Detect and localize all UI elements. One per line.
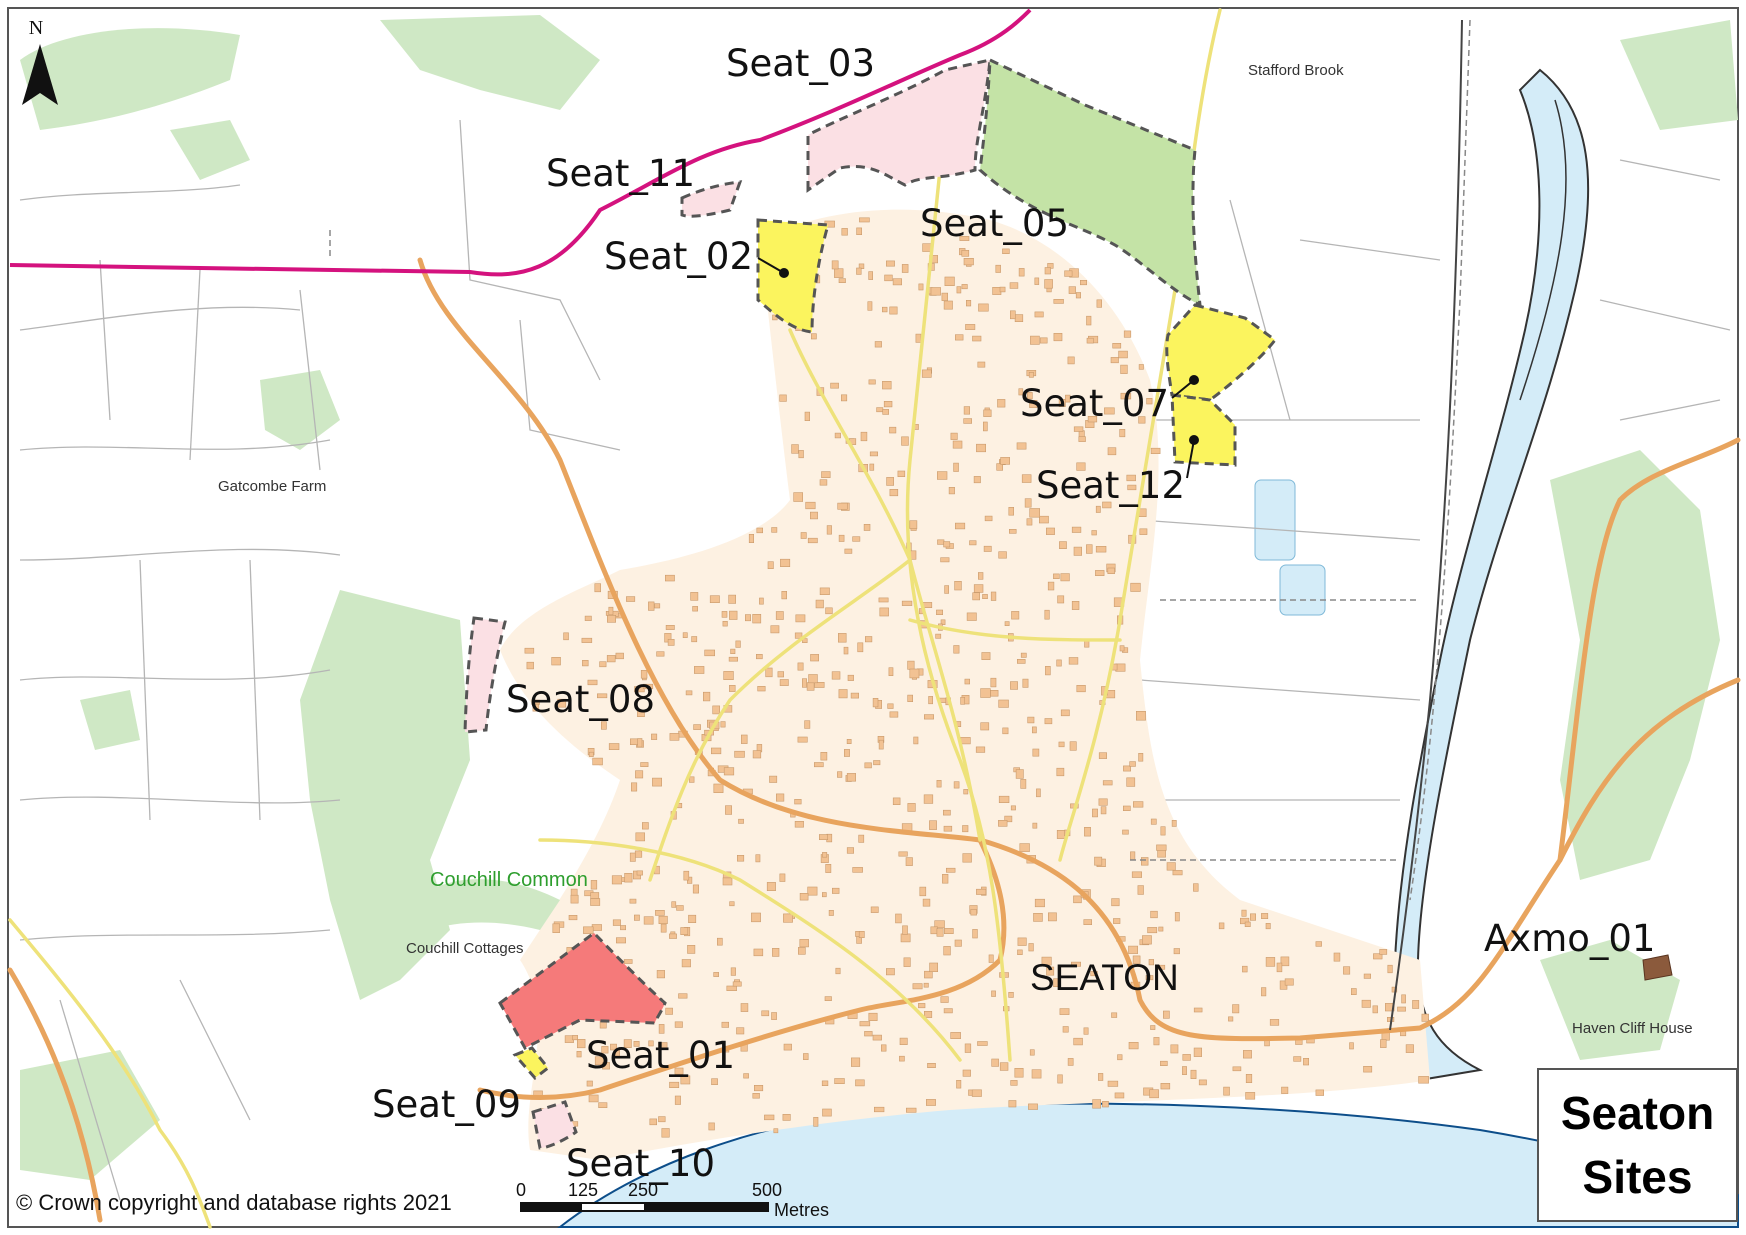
label-seat03[interactable]: Seat_03 <box>726 42 875 85</box>
woodland-areas <box>20 15 1738 1180</box>
label-seat12[interactable]: Seat_12 <box>1036 464 1185 507</box>
site-seat02-polygon[interactable] <box>756 218 830 334</box>
svg-text:Metres: Metres <box>774 1200 829 1220</box>
north-arrow-icon: N <box>22 17 58 105</box>
roads-orange <box>7 257 1741 1223</box>
map-title-line2: Sites <box>1582 1151 1693 1203</box>
place-couchill-common: Couchill Common <box>430 869 588 891</box>
built-up-area <box>500 209 1430 1160</box>
place-gatcombe-farm: Gatcombe Farm <box>218 478 326 495</box>
place-stafford-brook: Stafford Brook <box>1248 62 1344 79</box>
label-seat07[interactable]: Seat_07 <box>1020 382 1169 425</box>
label-axmo01[interactable]: Axmo_01 <box>1484 917 1655 960</box>
map-title-line1: Seaton <box>1560 1087 1715 1139</box>
site-seat12-polygon[interactable] <box>1170 393 1237 467</box>
place-names: Stafford Brook Gatcombe Farm Couchill Co… <box>218 62 1693 1037</box>
label-seat11[interactable]: Seat_11 <box>546 152 695 195</box>
parish-boundary <box>9 8 1032 277</box>
svg-text:500: 500 <box>752 1180 782 1200</box>
label-seat01[interactable]: Seat_01 <box>586 1034 735 1077</box>
site-seat08-polygon[interactable] <box>463 616 507 734</box>
svg-text:0: 0 <box>516 1180 526 1200</box>
site-axmo01-marker[interactable] <box>1642 954 1673 981</box>
river-estuary <box>1392 68 1590 1082</box>
scale-bar: 0 125 250 500 Metres <box>516 1180 829 1220</box>
dashed-lines <box>329 19 1471 901</box>
label-leaders <box>757 257 1199 479</box>
couchill-woodland <box>430 879 560 930</box>
site-seat05-polygon[interactable] <box>978 57 1202 308</box>
svg-text:125: 125 <box>568 1180 598 1200</box>
site-seat01-polygon[interactable] <box>498 931 667 1050</box>
site-seat09-polygon[interactable] <box>512 1046 551 1081</box>
label-seat09[interactable]: Seat_09 <box>372 1083 521 1126</box>
site-seat10-polygon[interactable] <box>531 1100 578 1150</box>
place-seaton: SEATON <box>1030 957 1179 998</box>
site-seat03-polygon[interactable] <box>806 58 992 193</box>
map-title-box: Seaton Sites <box>1537 1068 1738 1222</box>
place-haven-cliff-house: Haven Cliff House <box>1572 1020 1693 1037</box>
ponds <box>1254 479 1326 616</box>
svg-text:250: 250 <box>628 1180 658 1200</box>
label-seat10[interactable]: Seat_10 <box>566 1142 715 1185</box>
railway-line <box>1389 19 1463 1031</box>
roads-yellow <box>8 8 1222 1229</box>
buildings <box>524 217 1429 1138</box>
site-seat11-polygon[interactable] <box>680 180 743 218</box>
label-seat08[interactable]: Seat_08 <box>506 678 655 721</box>
label-seat02[interactable]: Seat_02 <box>604 235 753 278</box>
site-labels: Seat_03 Seat_11 Seat_05 Seat_02 Seat_07 … <box>372 42 1655 1185</box>
place-couchill-cottages: Couchill Cottages <box>406 940 524 957</box>
label-seat05[interactable]: Seat_05 <box>920 202 1069 245</box>
svg-text:N: N <box>29 17 43 39</box>
river-channel <box>1519 99 1567 401</box>
field-boundaries <box>19 119 1731 1201</box>
copyright-notice: © Crown copyright and database rights 20… <box>16 1190 452 1215</box>
